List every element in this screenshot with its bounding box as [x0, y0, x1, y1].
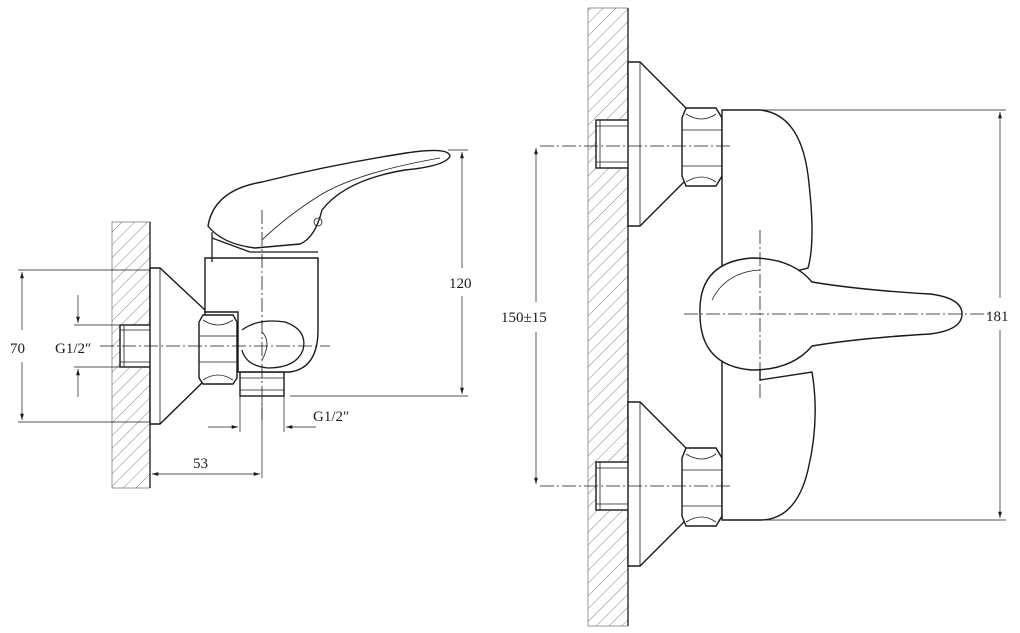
dim-181: 181 — [760, 109, 1009, 521]
bottom-inlet — [595, 401, 723, 567]
label-150: 150±15 — [501, 310, 547, 326]
dim-thread-left: G1/2″ — [55, 295, 120, 397]
front-view: 150±15 181 — [501, 7, 1009, 627]
top-inlet — [595, 61, 723, 227]
faucet-body-side — [204, 257, 319, 373]
label-thread-bottom: G1/2″ — [313, 409, 349, 425]
label-70: 70 — [10, 341, 25, 357]
side-view: 70 G1/2″ 53 120 — [10, 149, 472, 489]
label-thread-left: G1/2″ — [55, 341, 91, 357]
hex-nut-left — [198, 314, 238, 385]
handle-lever-side — [207, 149, 451, 249]
dim-70: 70 — [10, 269, 150, 423]
cartridge-cap — [241, 320, 305, 369]
label-53: 53 — [193, 456, 208, 472]
label-120: 120 — [449, 276, 472, 292]
dim-120: 120 — [290, 149, 472, 397]
dim-53: 53 — [152, 400, 263, 478]
dim-150: 150±15 — [501, 148, 547, 484]
wall-hatch-right — [587, 7, 629, 627]
label-181: 181 — [986, 309, 1009, 325]
dim-thread-bottom: G1/2″ — [208, 396, 349, 432]
